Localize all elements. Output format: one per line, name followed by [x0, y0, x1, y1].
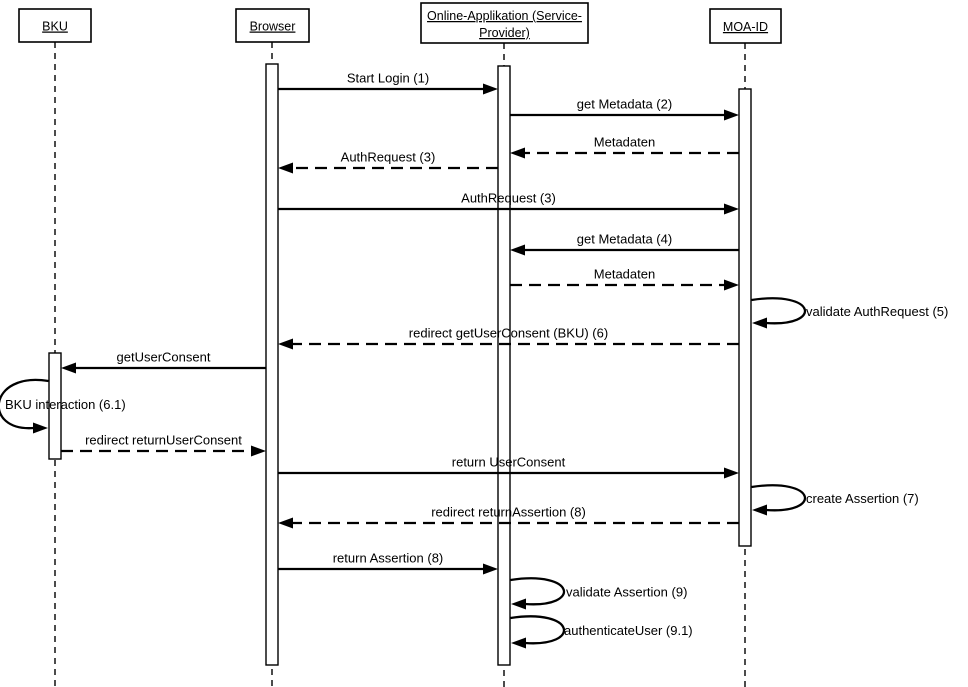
message-label: AuthRequest (3): [461, 191, 556, 206]
actor-label-bku: BKU: [42, 20, 68, 34]
message-label: BKU interaction (6.1): [5, 397, 126, 412]
self-loop-line: [510, 615, 566, 645]
actor-moaid: MOA-ID: [709, 8, 782, 44]
message-label: Metadaten: [594, 135, 655, 150]
activation-oa: [497, 65, 511, 666]
arrowhead-icon: [510, 147, 525, 159]
actor-box-oa: [420, 2, 589, 44]
actor-browser: Browser: [235, 8, 310, 43]
message-label: Start Login (1): [347, 71, 429, 86]
arrowhead-icon: [724, 109, 739, 121]
message-redirect-returnassertion-8: redirect returnAssertion (8): [278, 505, 739, 529]
message-label: get Metadata (2): [577, 97, 672, 112]
self-message-bku-interaction-6.1: BKU interaction (6.1): [0, 378, 126, 434]
self-message-create-assertion-7: create Assertion (7): [751, 484, 919, 516]
self-loop-line: [751, 484, 807, 512]
actor-box-moaid: [709, 8, 782, 44]
message-label: authenticateUser (9.1): [564, 623, 693, 638]
arrowhead-icon: [752, 504, 767, 516]
message-get-metadata-4: get Metadata (4): [510, 232, 739, 256]
arrowhead-icon: [511, 598, 526, 610]
arrowhead-icon: [33, 422, 48, 434]
actor-box-bku: [18, 8, 92, 43]
message-label: redirect returnUserConsent: [85, 433, 242, 448]
actor-box-browser: [235, 8, 310, 43]
message-metadaten: Metadaten: [510, 267, 739, 291]
self-message-authenticateuser-9.1: authenticateUser (9.1): [510, 615, 693, 649]
message-return-userconsent: return UserConsent: [278, 455, 739, 479]
message-label: validate Assertion (9): [566, 585, 687, 600]
arrowhead-icon: [483, 83, 498, 95]
arrowhead-icon: [251, 445, 266, 457]
arrowhead-icon: [510, 244, 525, 256]
actor-label-line: MOA-ID: [723, 20, 768, 34]
arrowhead-icon: [483, 563, 498, 575]
message-start-login-1: Start Login (1): [278, 71, 498, 95]
message-label: redirect getUserConsent (BKU) (6): [409, 326, 608, 341]
arrowhead-icon: [511, 637, 526, 649]
actor-bku: BKU: [18, 8, 92, 43]
self-message-validate-authrequest-5: validate AuthRequest (5): [751, 297, 948, 329]
arrowhead-icon: [724, 203, 739, 215]
self-loop-line: [0, 378, 49, 430]
actor-label-browser: Browser: [250, 20, 296, 34]
actor-label-line: Provider): [479, 26, 530, 40]
message-metadaten: Metadaten: [510, 135, 739, 159]
message-authrequest-3: AuthRequest (3): [278, 191, 739, 215]
arrowhead-icon: [752, 317, 767, 329]
message-label: return UserConsent: [452, 455, 566, 470]
arrowhead-icon: [278, 338, 293, 350]
arrowhead-icon: [278, 162, 293, 174]
actor-oa: Online-Applikation (Service- Provider): [420, 2, 589, 44]
self-message-validate-assertion-9: validate Assertion (9): [510, 577, 687, 610]
message-label: redirect returnAssertion (8): [431, 505, 586, 520]
arrowhead-icon: [61, 362, 76, 374]
self-loop-line: [751, 297, 807, 325]
arrowhead-icon: [278, 517, 293, 529]
message-getuserconsent: getUserConsent: [61, 350, 266, 374]
message-label: return Assertion (8): [333, 551, 444, 566]
message-label: validate AuthRequest (5): [806, 304, 948, 319]
message-label: AuthRequest (3): [341, 150, 436, 165]
self-loop-line: [510, 577, 566, 606]
message-redirect-getuserconsent-bku-6: redirect getUserConsent (BKU) (6): [278, 326, 739, 350]
message-label: create Assertion (7): [806, 491, 919, 506]
message-label: Metadaten: [594, 267, 655, 282]
message-label: get Metadata (4): [577, 232, 672, 247]
activation-bku: [48, 352, 62, 460]
message-get-metadata-2: get Metadata (2): [510, 97, 739, 121]
message-redirect-returnuserconsent: redirect returnUserConsent: [61, 433, 266, 457]
actor-label-line: Browser: [250, 20, 296, 34]
actor-label-moaid: MOA-ID: [723, 20, 768, 34]
arrowhead-icon: [724, 279, 739, 291]
message-return-assertion-8: return Assertion (8): [278, 551, 498, 575]
actor-label-oa: Online-Applikation (Service- Provider): [427, 9, 582, 40]
message-label: getUserConsent: [117, 350, 211, 365]
actor-label-line: BKU: [42, 20, 68, 34]
activation-moaid: [738, 88, 752, 547]
activation-browser: [265, 63, 279, 666]
message-authrequest-3: AuthRequest (3): [278, 150, 498, 174]
actor-label-line: Online-Applikation (Service-: [427, 9, 582, 23]
arrowhead-icon: [724, 467, 739, 479]
